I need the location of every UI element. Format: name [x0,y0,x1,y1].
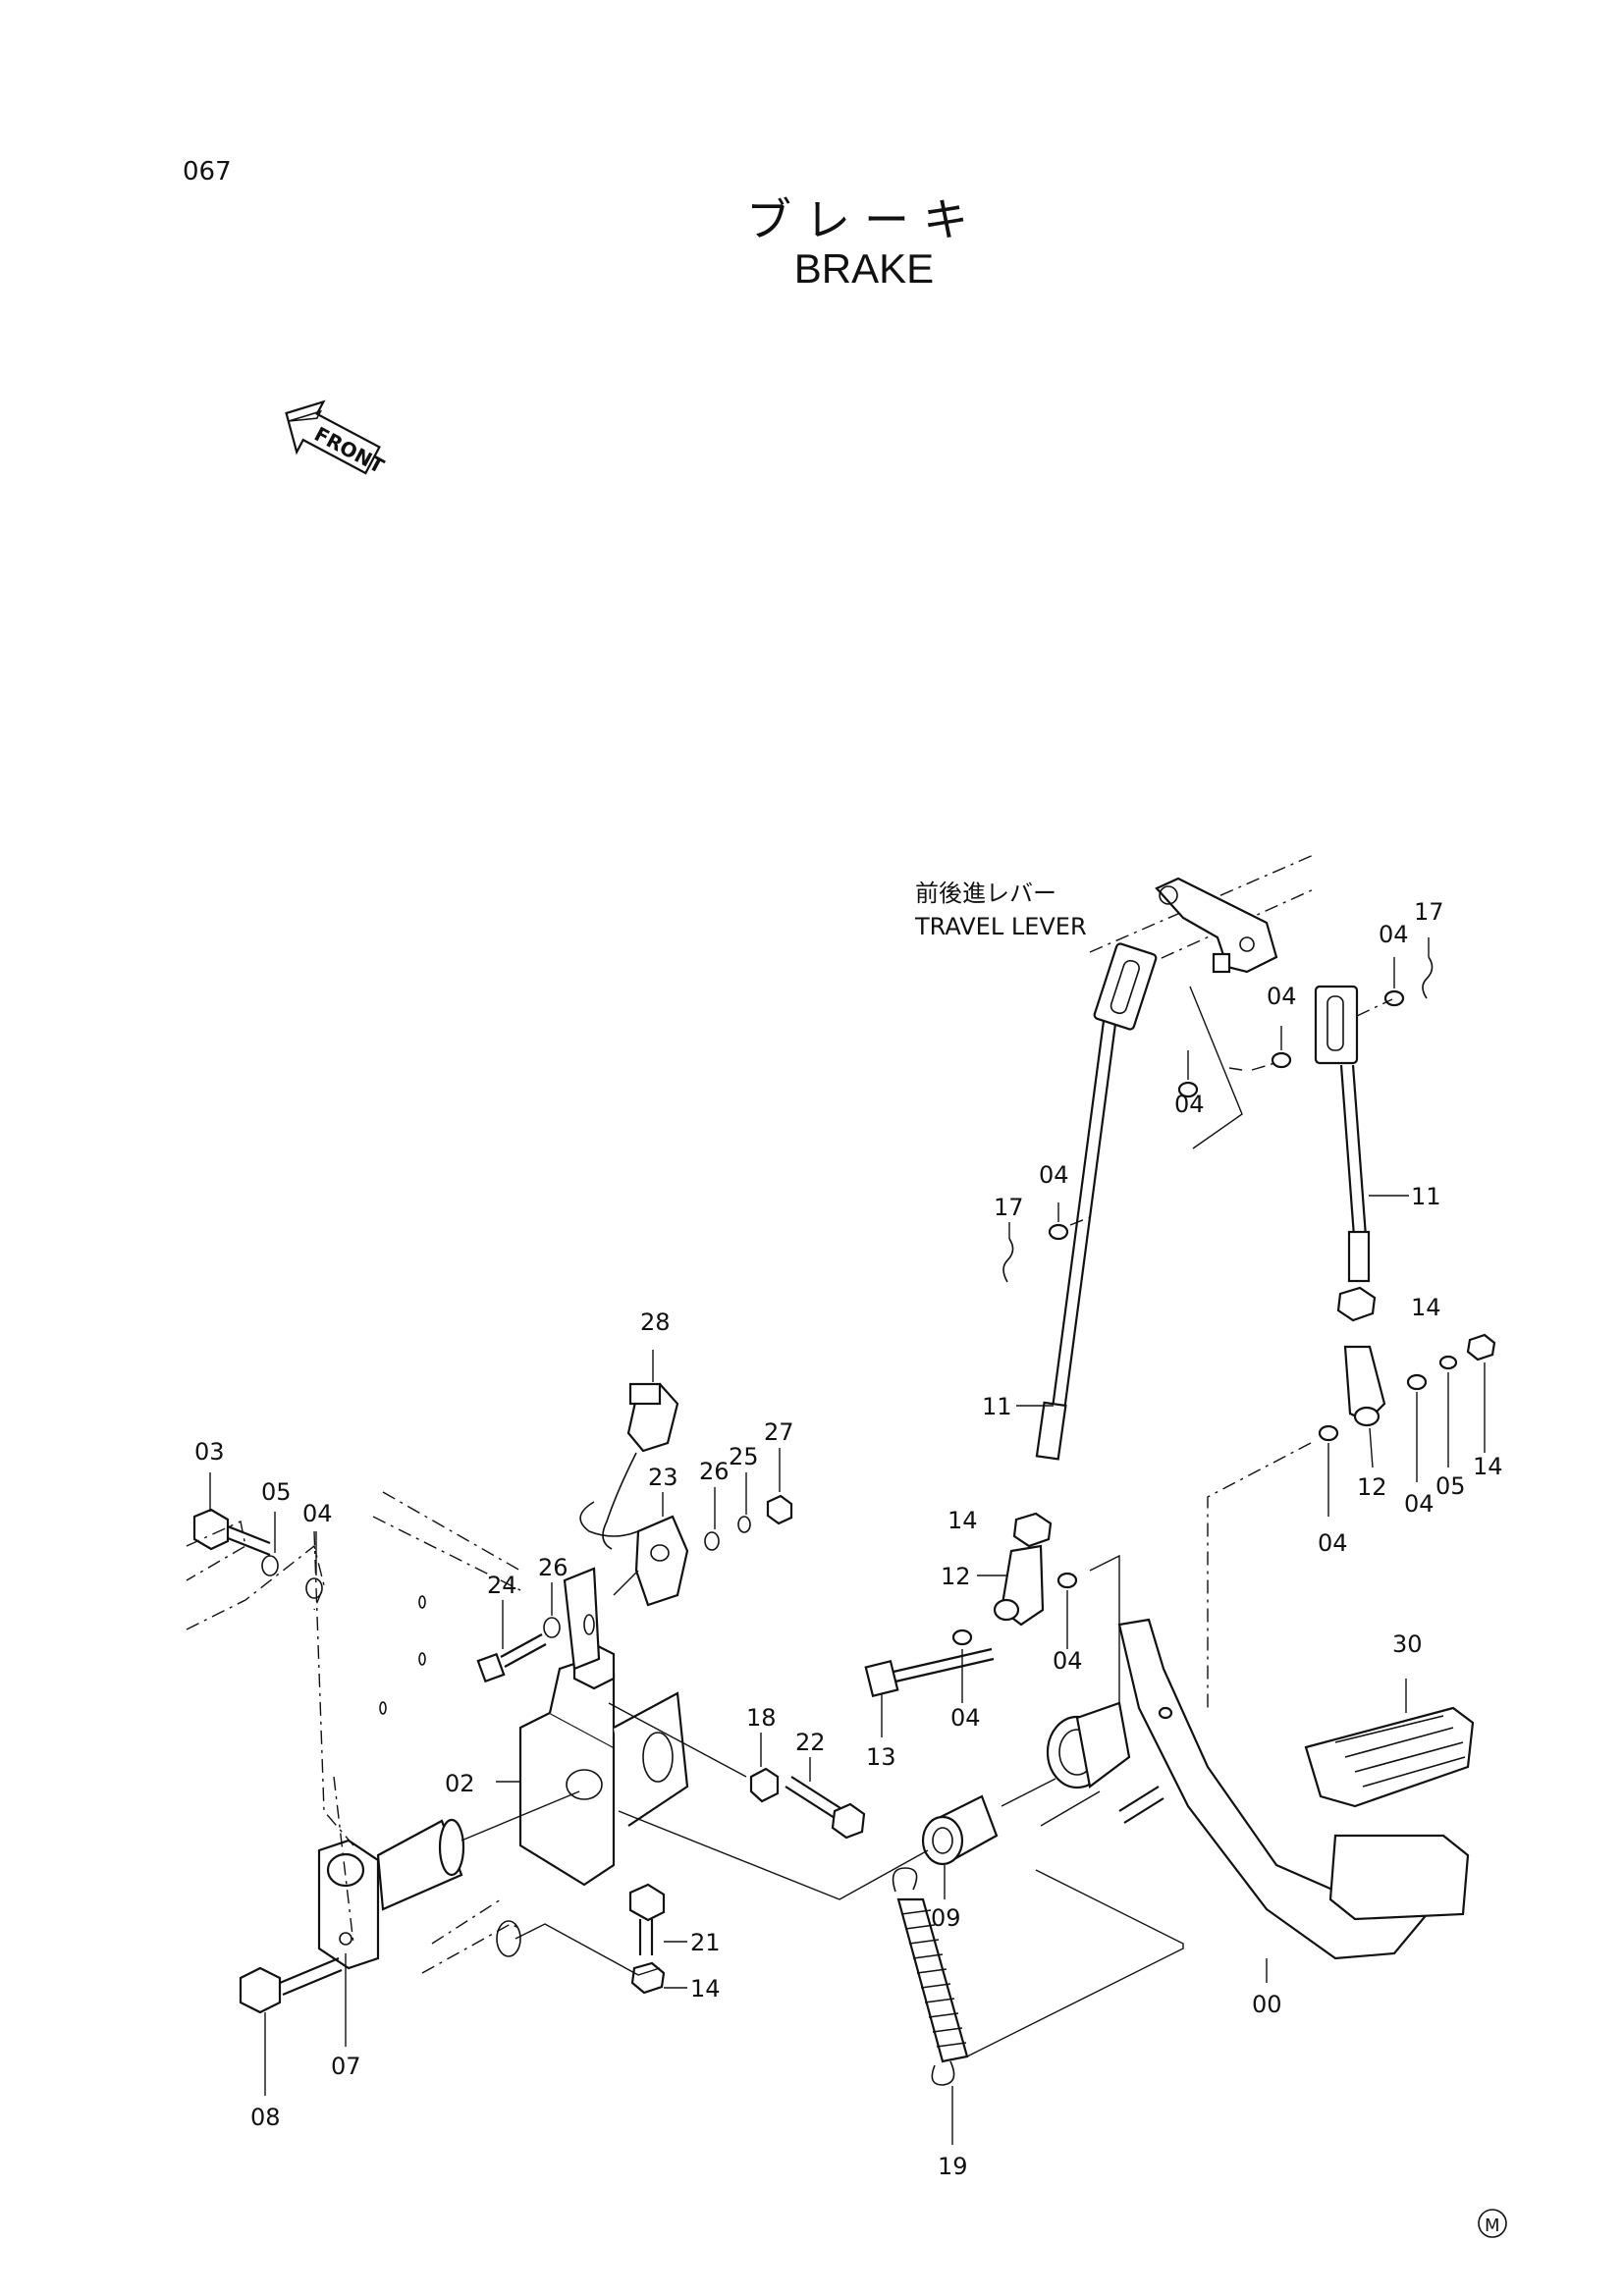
callout-25: 25 [729,1443,759,1470]
callout-04h: 04 [1053,1647,1083,1675]
callout-04b: 04 [1379,921,1409,948]
bolt-13 [864,1647,995,1698]
clevis-right [1207,1345,1458,1708]
nut-14-d [630,1961,666,1995]
callout-04f: 04 [1318,1529,1348,1557]
bracket-02 [496,1567,929,1900]
callout-04e: 04 [1039,1161,1069,1189]
bolt-22 [749,1733,866,1840]
bushing-09 [921,1778,1101,1899]
callout-04a: 04 [302,1500,333,1527]
callout-12b: 12 [941,1563,971,1590]
callout-27: 27 [764,1418,794,1446]
bolt-24 [476,1582,561,1683]
bolt-21 [628,1883,687,1989]
travel-lever-label-japanese: 前後進レバー [915,880,1056,907]
callout-26b: 26 [699,1458,730,1485]
nut-14-a [1336,1286,1377,1322]
callout-04g: 04 [1404,1490,1435,1518]
callout-04i: 04 [950,1704,981,1732]
callout-13: 13 [866,1743,896,1771]
front-arrow-icon: FRONT [285,400,388,478]
callout-14b: 14 [947,1507,978,1534]
callout-04c: 04 [1267,983,1297,1010]
callout-22: 22 [795,1729,826,1756]
switch-23 [579,1448,793,1607]
callout-23: 23 [648,1464,678,1491]
pedal-pad-30 [1304,1679,1475,1808]
callout-12a: 12 [1357,1473,1387,1501]
callout-24: 24 [487,1572,517,1599]
footer-mark-icon: M [1478,2209,1507,2238]
connector-28 [602,1350,679,1550]
callout-09: 09 [931,1904,961,1932]
nut-14-b [1012,1512,1053,1548]
callout-11a: 11 [1411,1183,1441,1210]
callout-11b: 11 [982,1393,1012,1420]
adjust-rod-left [1002,942,1199,1461]
bolt-03 [192,1472,323,1599]
title-japanese: ブレーキ [746,193,982,246]
bolt-08 [239,1956,343,2096]
callout-08: 08 [250,2104,281,2131]
callout-05a: 05 [261,1478,292,1506]
clevis-left [951,1544,1120,1728]
callout-07: 07 [331,2053,361,2080]
page-number: 067 [183,157,232,187]
callout-05b: 05 [1435,1472,1466,1500]
pedal-assembly [1046,1618,1470,1960]
callout-04d: 04 [1174,1091,1205,1118]
callout-17a: 17 [1414,898,1444,926]
callout-17b: 17 [994,1194,1024,1221]
pin-07 [317,1790,580,2047]
callout-30: 30 [1392,1630,1423,1658]
callout-14a: 14 [1411,1294,1441,1321]
frame-outline [186,1491,661,1976]
callout-26a: 26 [538,1554,568,1581]
callout-19: 19 [938,2153,968,2180]
footer-mark-text: M [1485,2216,1500,2236]
spring-19 [892,1867,1184,2145]
callout-21: 21 [690,1929,721,1956]
adjust-rod-right [1228,956,1434,1283]
callout-00: 00 [1252,1991,1282,2018]
callout-14c: 14 [1473,1453,1503,1480]
title-english: BRAKE [793,245,935,292]
callout-14d: 14 [690,1975,721,2002]
callout-02: 02 [445,1770,475,1797]
callout-28: 28 [640,1308,671,1336]
travel-lever-label-english: TRAVEL LEVER [914,913,1087,940]
callout-labels: 00 02 03 05 04 07 08 09 11 11 12 12 13 1… [194,898,1503,2180]
nut-14-c [1466,1333,1496,1362]
callout-18: 18 [746,1704,777,1732]
callout-03: 03 [194,1438,225,1466]
